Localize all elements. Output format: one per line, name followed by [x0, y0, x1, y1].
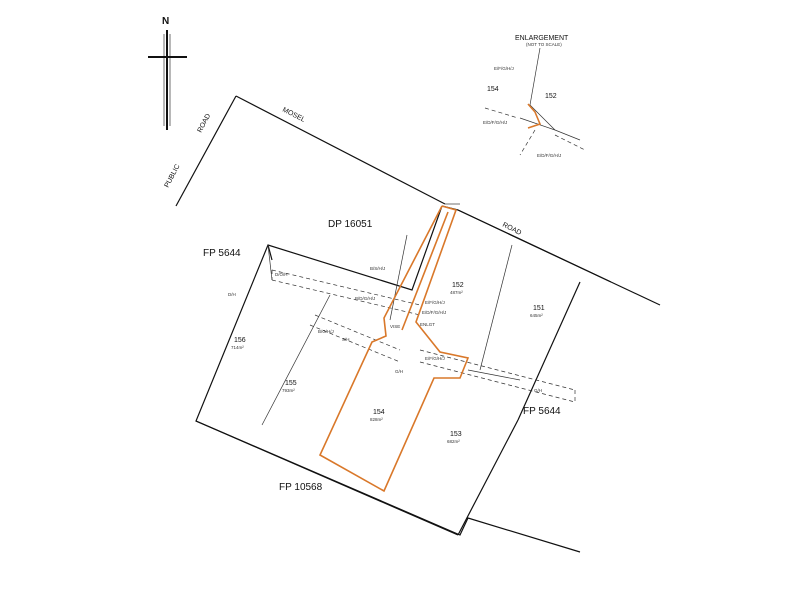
easement-lines — [271, 269, 576, 403]
lot-lines — [261, 234, 521, 426]
easement-label: VISE — [390, 324, 400, 329]
lot-151: 151 645m² — [530, 305, 545, 318]
lot-number: 153 — [450, 431, 462, 438]
enlargement-inset — [484, 47, 586, 156]
lot-153: 153 682m² — [447, 431, 462, 444]
lot-number: 156 — [234, 337, 246, 344]
parcel-fp-5644-left: FP 5644 — [203, 248, 241, 259]
lot-area: 487m² — [450, 290, 463, 295]
lot-number: 154 — [373, 409, 385, 416]
easement-label: E/F/G/H/J — [425, 300, 445, 305]
easement-label: D/H — [228, 292, 236, 297]
lot-156: 156 714m² — [231, 337, 246, 350]
lot-number: 155 — [285, 380, 297, 387]
easement-label: S/H — [342, 337, 350, 342]
easement-label: G/H — [395, 369, 403, 374]
lot-152: 152 487m² — [450, 282, 464, 295]
lot-area: 828m² — [370, 417, 383, 422]
easement-label: B/S/H/J — [370, 266, 385, 271]
north-label: N — [162, 16, 169, 27]
lot-area: 645m² — [530, 313, 543, 318]
lot-area: 714m² — [231, 345, 244, 350]
lot-area: 793m² — [282, 388, 295, 393]
parcel-fp-10568: FP 10568 — [279, 482, 323, 493]
parcel-fp-5644-right: FP 5644 — [523, 406, 561, 417]
highlighted-lot-154 — [318, 205, 470, 493]
lot-area: 682m² — [447, 439, 460, 444]
road-label-road-left: ROAD — [197, 113, 213, 134]
easement-label: B/D/G/H/J — [355, 296, 375, 301]
easement-label: G/H — [534, 388, 542, 393]
lot-155: 155 793m² — [282, 380, 297, 393]
easement-label: D/O/H — [275, 272, 288, 277]
subdivision-boundary — [195, 205, 612, 553]
enlargement-easement: E/D/F/G/H/J — [537, 153, 561, 158]
north-arrow-icon — [148, 30, 187, 130]
enlargement-lot-152: 152 — [545, 93, 557, 100]
lot-number: 152 — [452, 282, 464, 289]
enlargement-title: ENLARGEMENT — [515, 35, 569, 42]
road-label-public: PUBLIC — [164, 163, 182, 189]
easement-label: E/D/F/G/H/J — [422, 310, 446, 315]
easement-label: E/F/G/H/J — [425, 356, 445, 361]
enlargement-easement: E/F/G/H/J — [494, 66, 514, 71]
enlargement-easement: E/D/F/G/H/J — [483, 120, 507, 125]
enlargement-lot-154: 154 — [487, 86, 499, 93]
easement-label: ENLGT — [420, 322, 435, 327]
parcel-dp-16051: DP 16051 — [328, 219, 373, 230]
lot-number: 151 — [533, 305, 545, 312]
lot-154: 154 828m² — [370, 409, 385, 422]
easement-label: B/G/H/J — [318, 329, 334, 334]
enlargement-subtitle: (NOT TO SCALE) — [526, 42, 562, 47]
